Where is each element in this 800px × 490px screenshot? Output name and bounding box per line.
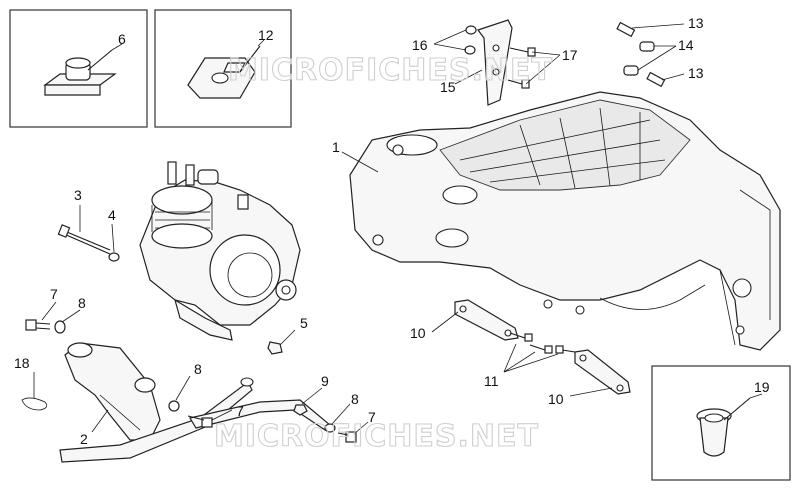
callout-15: 15 — [440, 79, 456, 95]
bush-part-14-top — [639, 41, 655, 52]
bolt-part-7-left — [25, 319, 51, 331]
callout-8-mid: 8 — [194, 361, 202, 377]
callout-9: 9 — [321, 373, 329, 389]
callout-10-lower: 10 — [548, 391, 564, 407]
nut-part-5 — [267, 341, 283, 355]
callout-8-right: 8 — [351, 391, 359, 407]
washer-part-8-left — [54, 320, 66, 334]
watermark-bottom: MICROFICHES.NET — [214, 419, 539, 454]
callout-1: 1 — [332, 139, 340, 155]
pin-part-13-bottom — [646, 71, 666, 88]
callout-17: 17 — [562, 47, 578, 63]
washer-part-4 — [108, 252, 120, 262]
bracket-part-10-upper — [454, 299, 519, 341]
bolt-part-7-mid — [187, 415, 213, 428]
callout-13-bottom: 13 — [688, 65, 704, 81]
callout-7-right: 7 — [368, 409, 376, 425]
washer-part-8-right — [324, 423, 336, 433]
watermark-top: MICROFICHES.NET — [228, 53, 553, 88]
engine-assembly — [139, 161, 301, 341]
washer-part-8-mid — [168, 400, 180, 412]
callout-7-left: 7 — [50, 286, 58, 302]
callout-4: 4 — [108, 207, 116, 223]
callout-16: 16 — [412, 37, 428, 53]
callout-8-left: 8 — [78, 295, 86, 311]
leader-lines — [33, 23, 763, 435]
ring-part-18 — [21, 397, 48, 411]
pin-part-13-top — [616, 21, 636, 38]
callout-6: 6 — [118, 31, 126, 47]
callout-18: 18 — [14, 355, 30, 371]
inset-box-part-12 — [154, 9, 292, 128]
frame-part-1 — [349, 91, 781, 351]
bush-part-14-bottom — [623, 65, 639, 76]
callout-3: 3 — [74, 187, 82, 203]
callout-14: 14 — [678, 37, 694, 53]
callout-5: 5 — [300, 315, 308, 331]
nut-part-9 — [293, 404, 308, 416]
callout-12: 12 — [258, 27, 274, 43]
bolt-part-7-right — [337, 431, 357, 443]
nuts-part-16 — [464, 25, 477, 55]
callout-13-top: 13 — [688, 15, 704, 31]
mount-bracket-part-2 — [64, 342, 161, 441]
bolts-part-17 — [507, 47, 536, 89]
inset-box-part-19 — [651, 365, 791, 481]
bracket-part-15 — [477, 19, 513, 106]
bolt-part-3 — [57, 224, 111, 255]
callout-19: 19 — [754, 379, 770, 395]
callout-7-mid: 7 — [236, 403, 244, 419]
inset-box-part-6 — [9, 9, 148, 128]
bolts-part-11 — [509, 332, 576, 354]
callout-2: 2 — [80, 431, 88, 447]
bracket-part-10-lower — [574, 349, 631, 395]
callout-10-upper: 10 — [410, 325, 426, 341]
callout-11: 11 — [484, 373, 499, 389]
